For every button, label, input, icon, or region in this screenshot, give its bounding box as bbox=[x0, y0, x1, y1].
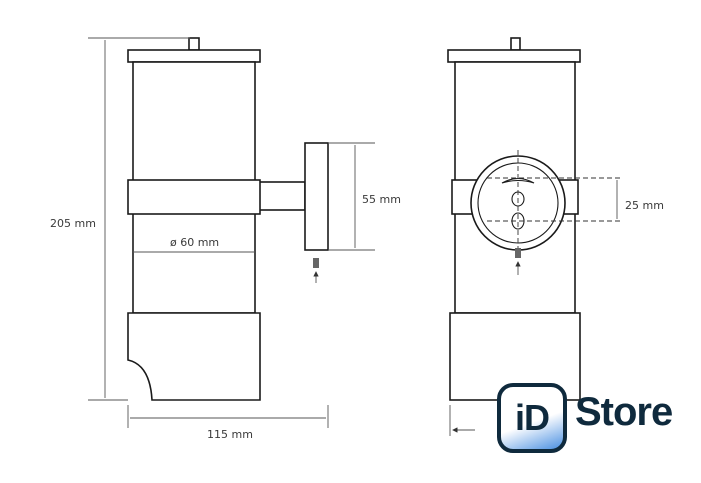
logo-badge-text: iD bbox=[515, 397, 550, 438]
logo-text: Store bbox=[575, 390, 673, 434]
screw-icon bbox=[313, 258, 319, 268]
side-view bbox=[88, 37, 375, 428]
screw-icon bbox=[515, 248, 521, 258]
front-view bbox=[447, 37, 622, 436]
logo-badge: iD bbox=[497, 383, 567, 453]
